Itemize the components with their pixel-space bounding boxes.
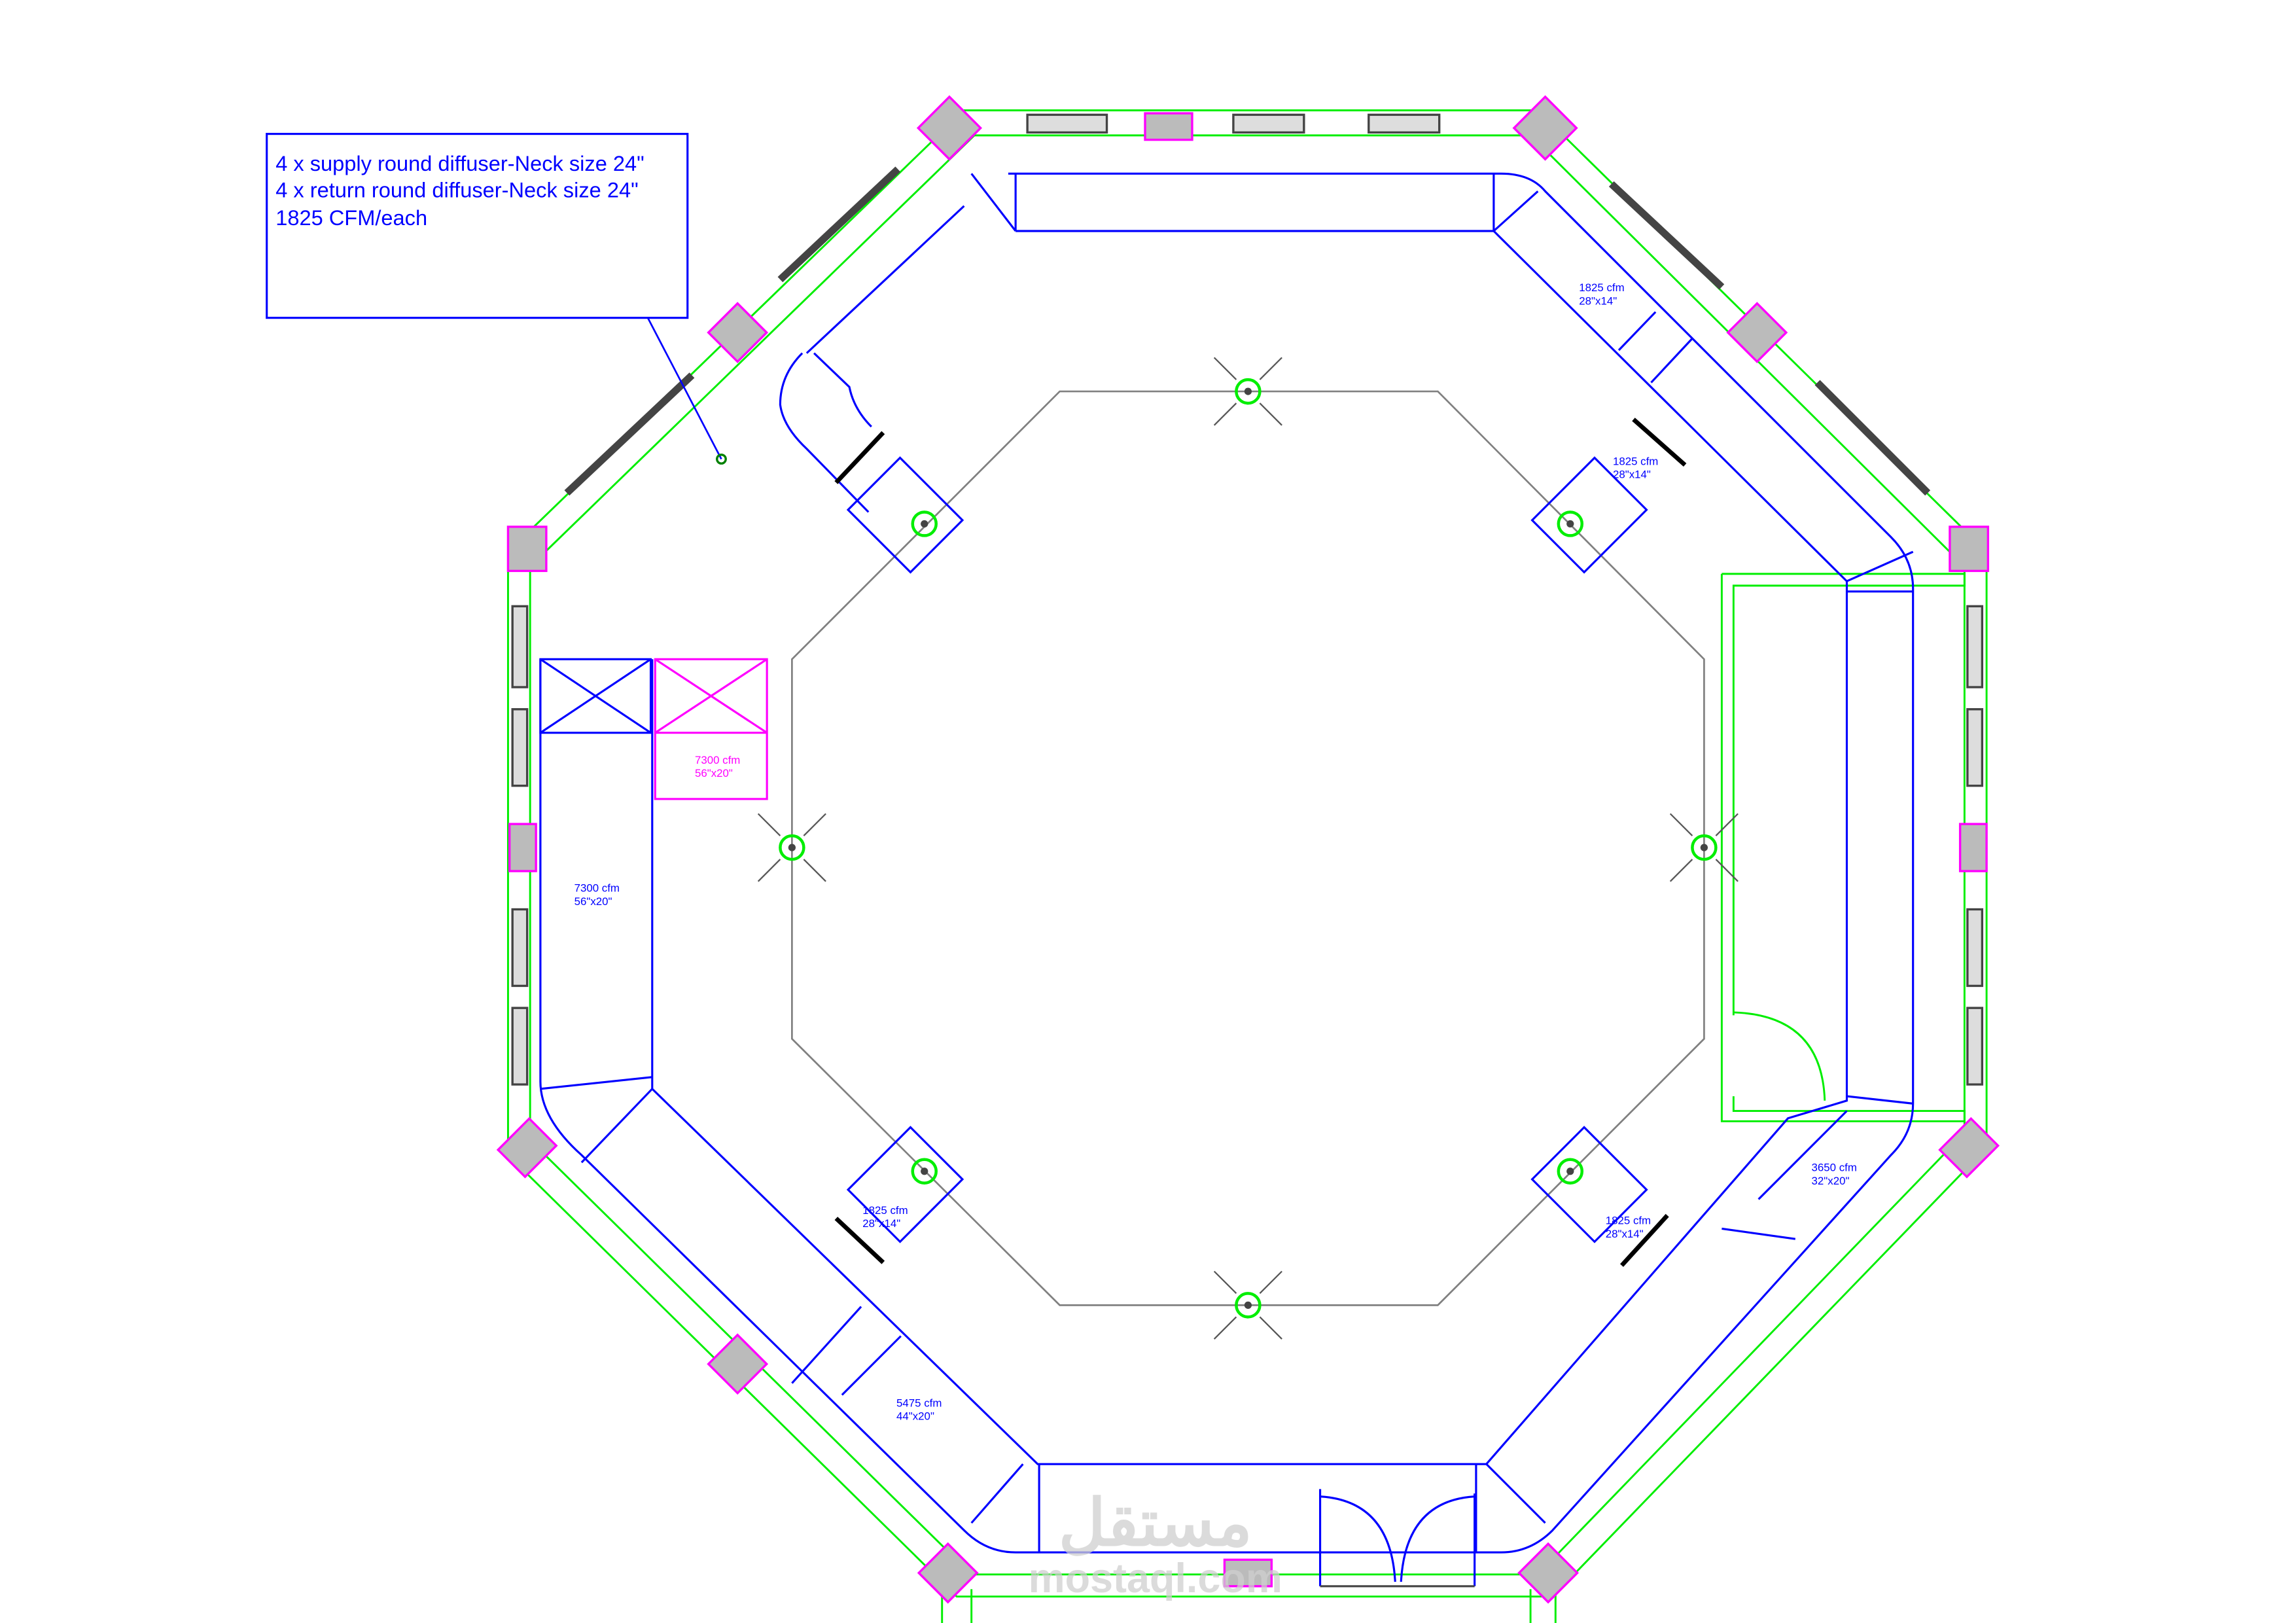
duct-ring (539, 172, 1915, 1588)
note-box (266, 133, 689, 319)
duct-label-size: 28"x14" (1613, 469, 1651, 481)
watermark-latin: mostaql.com (1029, 1556, 1282, 1601)
watermark-arabic: مستقل (1059, 1486, 1252, 1559)
diffuser (911, 510, 938, 537)
windows (511, 113, 1984, 1086)
duct-label-size: 28"x14" (862, 1217, 900, 1230)
watermark: مستقل mostaql.com (1029, 1486, 1282, 1601)
exhaust-label-cfm: 7300 cfm (695, 754, 740, 766)
diffuser (1557, 510, 1584, 537)
duct-label-cfm: 1825 cfm (1606, 1215, 1651, 1227)
dampers (834, 418, 1687, 1267)
diffuser (779, 834, 805, 861)
duct-label-size: 44"x20" (896, 1410, 934, 1423)
duct-label-cfm: 3650 cfm (1812, 1162, 1857, 1174)
duct-label-size: 28"x14" (1579, 294, 1617, 307)
airflow-arrows (757, 357, 1739, 1340)
note-leader (646, 317, 722, 460)
leader-dot (716, 454, 727, 465)
note-line-3: 1825 CFM/each (275, 205, 427, 230)
duct-label-cfm: 1825 cfm (862, 1204, 908, 1217)
duct-label-cfm: 1825 cfm (1579, 281, 1624, 294)
diffuser (1557, 1158, 1584, 1185)
note-line-1: 4 x supply round diffuser-Neck size 24" (275, 151, 645, 175)
ceiling-outline (791, 390, 1705, 1306)
note-line-2: 4 x return round diffuser-Neck size 24" (275, 177, 638, 202)
duct-label-size: 28"x14" (1606, 1228, 1644, 1240)
diffuser (1691, 834, 1718, 861)
diffuser (911, 1158, 938, 1185)
columns (496, 95, 2000, 1604)
duct-label-cfm: 5475 cfm (896, 1397, 942, 1409)
duct-label-size: 56"x20" (574, 895, 612, 908)
diffuser (1235, 378, 1262, 405)
duct-label-size: 32"x20" (1812, 1175, 1850, 1187)
diffusers (779, 378, 1718, 1319)
duct-label-cfm: 1825 cfm (1613, 455, 1658, 467)
exhaust-box (654, 658, 768, 800)
exhaust-label-size: 56"x20" (695, 767, 733, 779)
door-arc (1733, 1011, 1826, 1101)
duct-label-cfm: 7300 cfm (574, 882, 620, 895)
diffuser (1235, 1292, 1262, 1319)
